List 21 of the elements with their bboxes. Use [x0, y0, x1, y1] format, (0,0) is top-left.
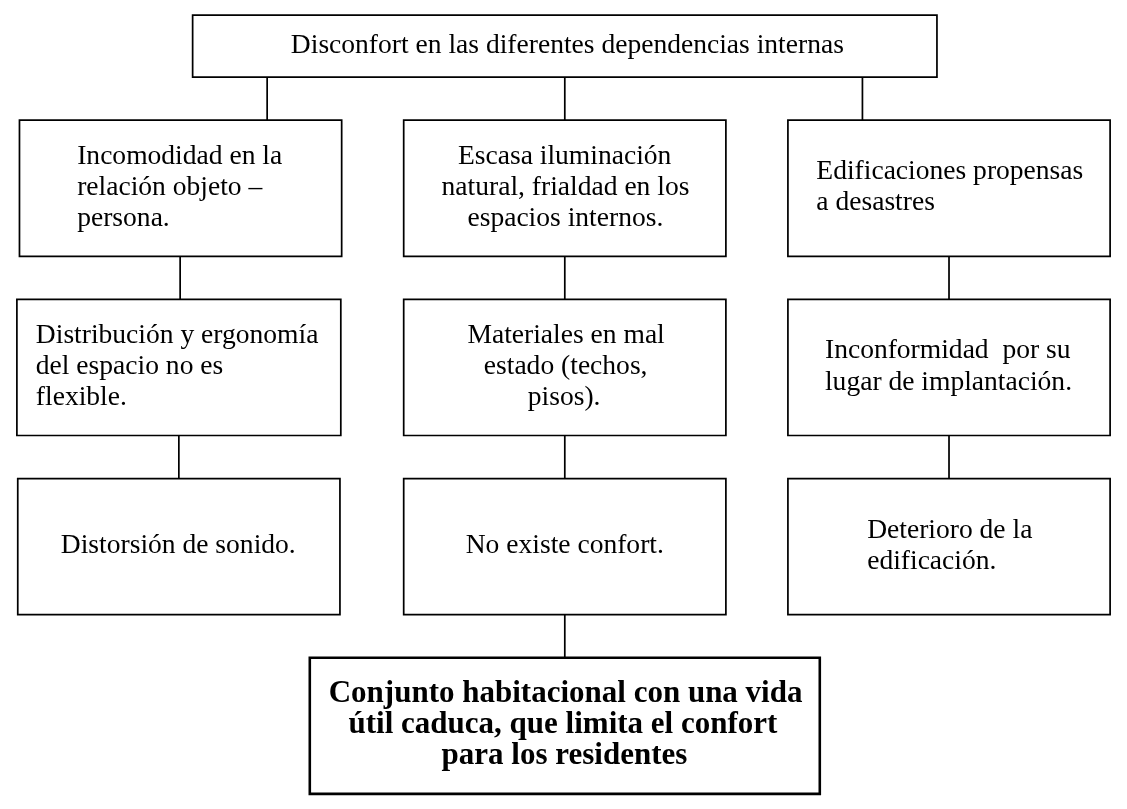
node-box: No existe confort. — [402, 477, 727, 616]
node-box: Incomodidad en la relación objeto – persona. — [18, 119, 343, 258]
connector — [948, 255, 950, 301]
connector — [861, 76, 864, 121]
connector — [266, 76, 268, 121]
node-box: Conjunto habitacional con una vida útil caduca, que limita el confort para los residentes — [308, 656, 822, 796]
node-box: Escasa iluminación natural, frialdad en los espacios internos. — [402, 119, 727, 258]
node-box: Deterioro de la edificación. — [787, 477, 1111, 616]
node-box: Distorsión de sonido. — [16, 477, 341, 616]
node-box: Disconfort en las diferentes dependencias internas — [191, 14, 938, 78]
node-box: Inconformidad por su lugar de implantación. — [787, 298, 1111, 437]
node-box: Distribución y ergonomía del espacio no es flexible. — [16, 298, 342, 437]
node-box: Materiales en mal estado (techos, pisos). — [402, 298, 727, 437]
connector — [563, 76, 566, 121]
node-box: Edificaciones propensas a desastres — [787, 119, 1111, 258]
connector — [178, 434, 180, 480]
connector — [563, 434, 566, 480]
connector — [563, 614, 566, 659]
connector — [179, 255, 181, 301]
connector — [948, 434, 950, 480]
connector — [563, 255, 566, 301]
